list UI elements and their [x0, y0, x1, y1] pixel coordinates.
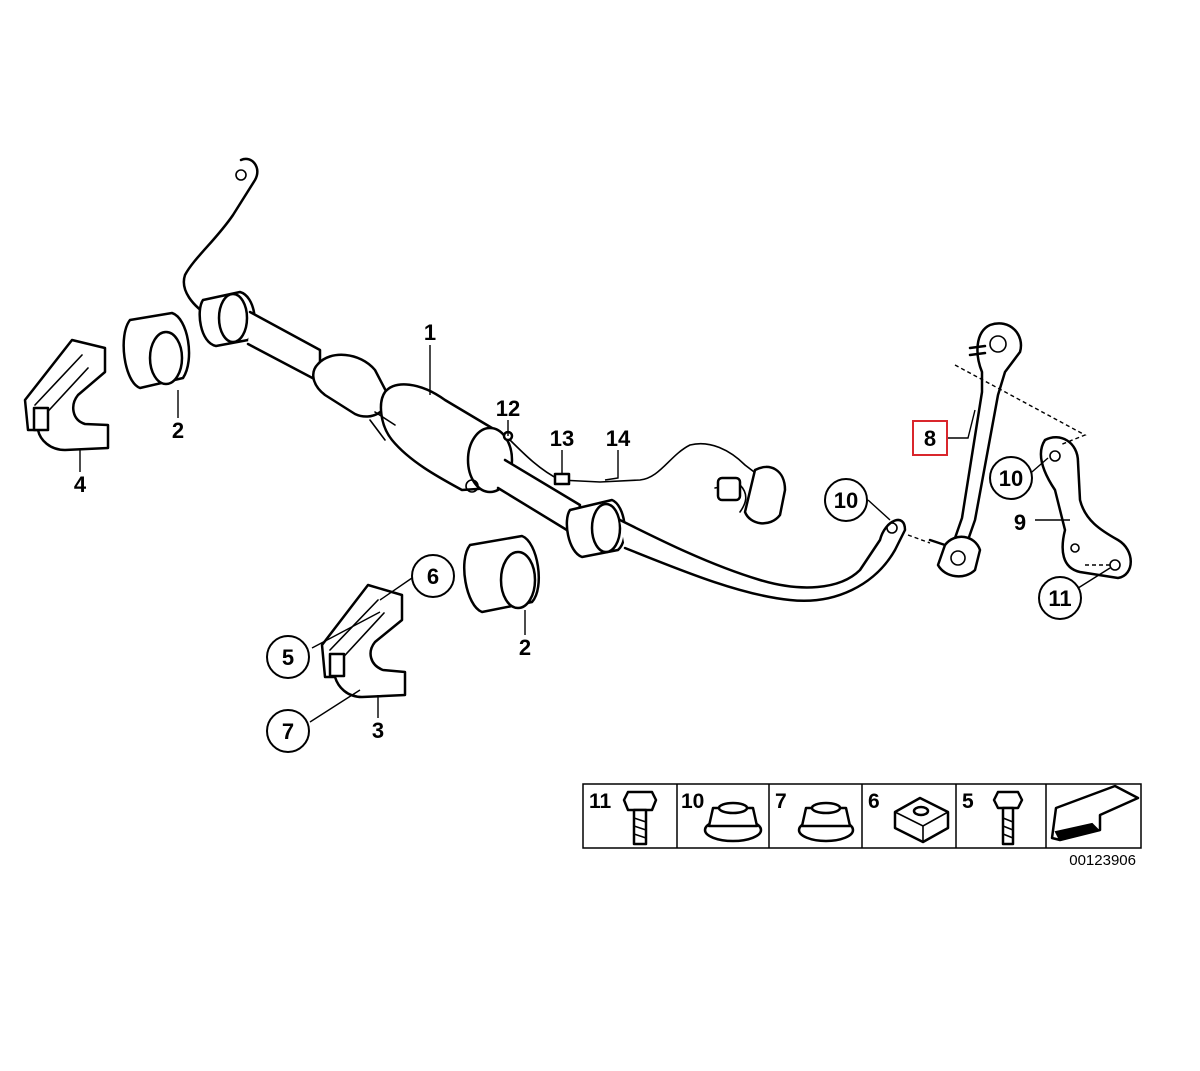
svg-text:10: 10 — [834, 488, 858, 513]
bolt-icon — [992, 790, 1024, 846]
sensor-harness — [502, 430, 787, 525]
callout-3: 3 — [372, 718, 384, 743]
callout-11: 11 — [1038, 576, 1082, 620]
bushing-upper — [122, 311, 191, 390]
square-nut-icon — [893, 796, 950, 844]
svg-text:5: 5 — [282, 645, 294, 670]
callout-5: 5 — [266, 635, 310, 679]
stabilizer-bar — [182, 157, 907, 602]
svg-text:10: 10 — [999, 466, 1023, 491]
hex-bolt-icon — [622, 790, 658, 846]
callout-10-left: 10 — [824, 478, 868, 522]
callout-8-highlight: 8 — [912, 420, 948, 456]
callout-12: 12 — [496, 396, 520, 421]
callout-4: 4 — [74, 472, 87, 497]
bracket-lower — [320, 583, 407, 699]
flange-nut-icon — [797, 801, 855, 843]
callout-8: 8 — [924, 426, 936, 451]
callout-2-upper: 2 — [172, 418, 184, 443]
legend-number-1: 11 — [589, 790, 612, 813]
svg-text:7: 7 — [282, 719, 294, 744]
callout-14: 14 — [606, 426, 631, 451]
legend-number-4: 6 — [868, 790, 880, 813]
hardware-legend: 11 10 7 6 5 — [582, 783, 1142, 849]
mounting-bracket — [1039, 436, 1132, 580]
svg-text:11: 11 — [1048, 586, 1071, 611]
flange-nut-icon — [703, 801, 763, 843]
legend-number-3: 7 — [775, 790, 787, 813]
callout-1: 1 — [424, 320, 436, 345]
legend-number-2: 10 — [681, 790, 704, 813]
svg-text:6: 6 — [427, 564, 439, 589]
callout-9: 9 — [1014, 510, 1026, 535]
bushing-lower — [463, 534, 540, 614]
link-rod — [928, 322, 1023, 578]
legend-number-5: 5 — [962, 790, 974, 813]
callout-10-right: 10 — [989, 456, 1033, 500]
callout-13: 13 — [550, 426, 574, 451]
arrow-icon — [1050, 784, 1140, 842]
diagram-code: 00123906 — [1069, 852, 1136, 869]
callout-7: 7 — [266, 709, 310, 753]
callout-6: 6 — [411, 554, 455, 598]
bracket-left — [23, 338, 110, 452]
callout-2-lower: 2 — [519, 635, 531, 660]
